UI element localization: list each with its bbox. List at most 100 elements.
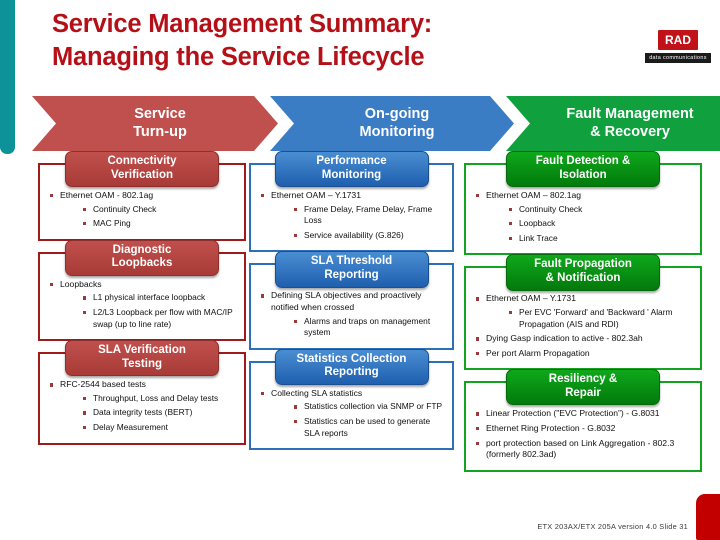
sub-bullet-list: Statistics collection via SNMP or FTP Sta… <box>271 401 446 439</box>
sub-bullet-item: Loopback <box>508 218 694 230</box>
sub-bullet-item: Continuity Check <box>82 204 238 216</box>
chevron-label-line1: On-going <box>364 106 430 123</box>
topic-card-header-line1: Connectivity <box>107 155 177 167</box>
topic-card-header-line1: Fault Detection & <box>535 155 631 167</box>
topic-card-header-line2: & Notification <box>545 271 621 284</box>
topic-card-header-line2: Repair <box>565 386 601 399</box>
topic-card-header-line2: Verification <box>111 168 173 181</box>
bullet-text: Collecting SLA statistics <box>271 387 363 398</box>
topic-card-header-line1: Fault Propagation <box>534 258 632 271</box>
topic-card-header-line1: SLA Verification <box>98 344 186 357</box>
sub-bullet-item: Statistics collection via SNMP or FTP <box>293 401 446 413</box>
topic-card: Defining SLA objectives and proactively … <box>249 251 454 350</box>
bullet-item: Per port Alarm Propagation <box>474 348 694 360</box>
sub-bullet-item: Frame Delay, Frame Delay, Frame Loss <box>293 204 446 227</box>
sub-bullet-item: Data integrity tests (BERT) <box>82 407 238 419</box>
topic-card-header-line1: SLA Threshold <box>310 255 393 268</box>
page-title-line1: Service Management Summary: <box>52 10 433 38</box>
bullet-text: Ethernet OAM - 802.1ag <box>60 190 154 200</box>
rad-logo: RAD data communications <box>645 30 711 68</box>
topic-card-header: Fault Propagation& Notification <box>506 254 660 291</box>
topic-card-header-line1: Performance <box>316 155 387 167</box>
sub-bullet-item: Alarms and traps on management system <box>293 316 446 339</box>
bullet-text: Defining SLA objectives and proactively … <box>271 290 422 312</box>
chevron-service-turn-up: Service Turn-up <box>32 96 278 151</box>
sub-bullet-item: Statistics can be used to generate SLA r… <box>293 416 446 439</box>
bullet-text: RFC-2544 based tests <box>60 379 146 390</box>
sub-bullet-item: L2/L3 Loopback per flow with MAC/IP swap… <box>82 307 238 330</box>
sub-bullet-item: Delay Measurement <box>82 422 238 434</box>
topic-card-header-line2: Loopbacks <box>111 257 173 270</box>
left-accent-bar <box>0 0 15 154</box>
topic-card-header-line1: Statistics Collection <box>296 352 407 365</box>
bullet-text: Ethernet Ring Protection - G.8032 <box>486 422 616 433</box>
bullet-item: Linear Protection ("EVC Protection”) - G… <box>474 408 694 420</box>
bullet-text: Loopbacks <box>60 278 102 289</box>
bullet-item: Defining SLA objectives and proactively … <box>259 290 446 338</box>
bullet-text: Ethernet OAM – Y.1731 <box>486 293 576 304</box>
corner-accent-block <box>696 494 720 540</box>
topic-card-body: Linear Protection ("EVC Protection”) - G… <box>464 381 702 472</box>
sub-bullet-list: Alarms and traps on management system <box>271 316 446 339</box>
sub-bullet-item: Link Trace <box>508 233 694 245</box>
rad-logo-subtitle: data communications <box>645 53 711 63</box>
topic-card: Linear Protection ("EVC Protection”) - G… <box>464 369 702 472</box>
page-title: Service Management Summary: Managing the… <box>52 8 632 73</box>
sub-bullet-item: Continuity Check <box>508 204 694 216</box>
topic-card-header: Fault Detection &Isolation <box>506 151 660 188</box>
topic-card-header-line2: Monitoring <box>321 168 382 181</box>
bullet-text: Linear Protection ("EVC Protection”) - G… <box>486 408 660 419</box>
lifecycle-chevron-band: Service Turn-up On-going Monitoring Faul… <box>32 96 704 151</box>
chevron-label-line2: Turn-up <box>133 123 187 140</box>
chevron-label-line2: & Recovery <box>590 123 670 140</box>
topic-card-header-line1: Diagnostic <box>112 243 172 256</box>
bullet-text: Ethernet OAM – 802.1ag <box>486 190 582 200</box>
topic-card-header-line2: Testing <box>121 357 163 370</box>
bullet-item: Ethernet Ring Protection - G.8032 <box>474 423 694 435</box>
bullet-item: Dying Gasp indication to active - 802.3a… <box>474 333 694 345</box>
sub-bullet-item: MAC Ping <box>82 218 238 230</box>
bullet-text: Ethernet OAM – Y.1731 <box>271 190 361 200</box>
page-title-line2: Managing the Service Lifecycle <box>52 42 425 71</box>
chevron-label-line2: Monitoring <box>359 123 435 140</box>
sub-bullet-item: Per EVC 'Forward' and 'Backward ' Alarm … <box>508 307 694 330</box>
slide-footer: ETX 203AX/ETX 205A version 4.0 Slide 31 <box>537 522 688 531</box>
topic-card-header-line1: Resiliency & <box>548 373 618 386</box>
topic-card-header-line2: Reporting <box>324 268 379 281</box>
bullet-list: Defining SLA objectives and proactively … <box>255 290 448 338</box>
bullet-text: port protection based on Link Aggregatio… <box>486 437 675 460</box>
bullet-item: port protection based on Link Aggregatio… <box>474 438 694 461</box>
chevron-fault-management-recovery: Fault Management & Recovery <box>506 96 720 151</box>
chevron-label-line1: Fault Management <box>566 106 694 123</box>
topic-card-header: Resiliency &Repair <box>506 369 660 406</box>
topic-card-header-line2: Reporting <box>324 366 379 379</box>
chevron-label-line1: Service <box>134 106 186 123</box>
